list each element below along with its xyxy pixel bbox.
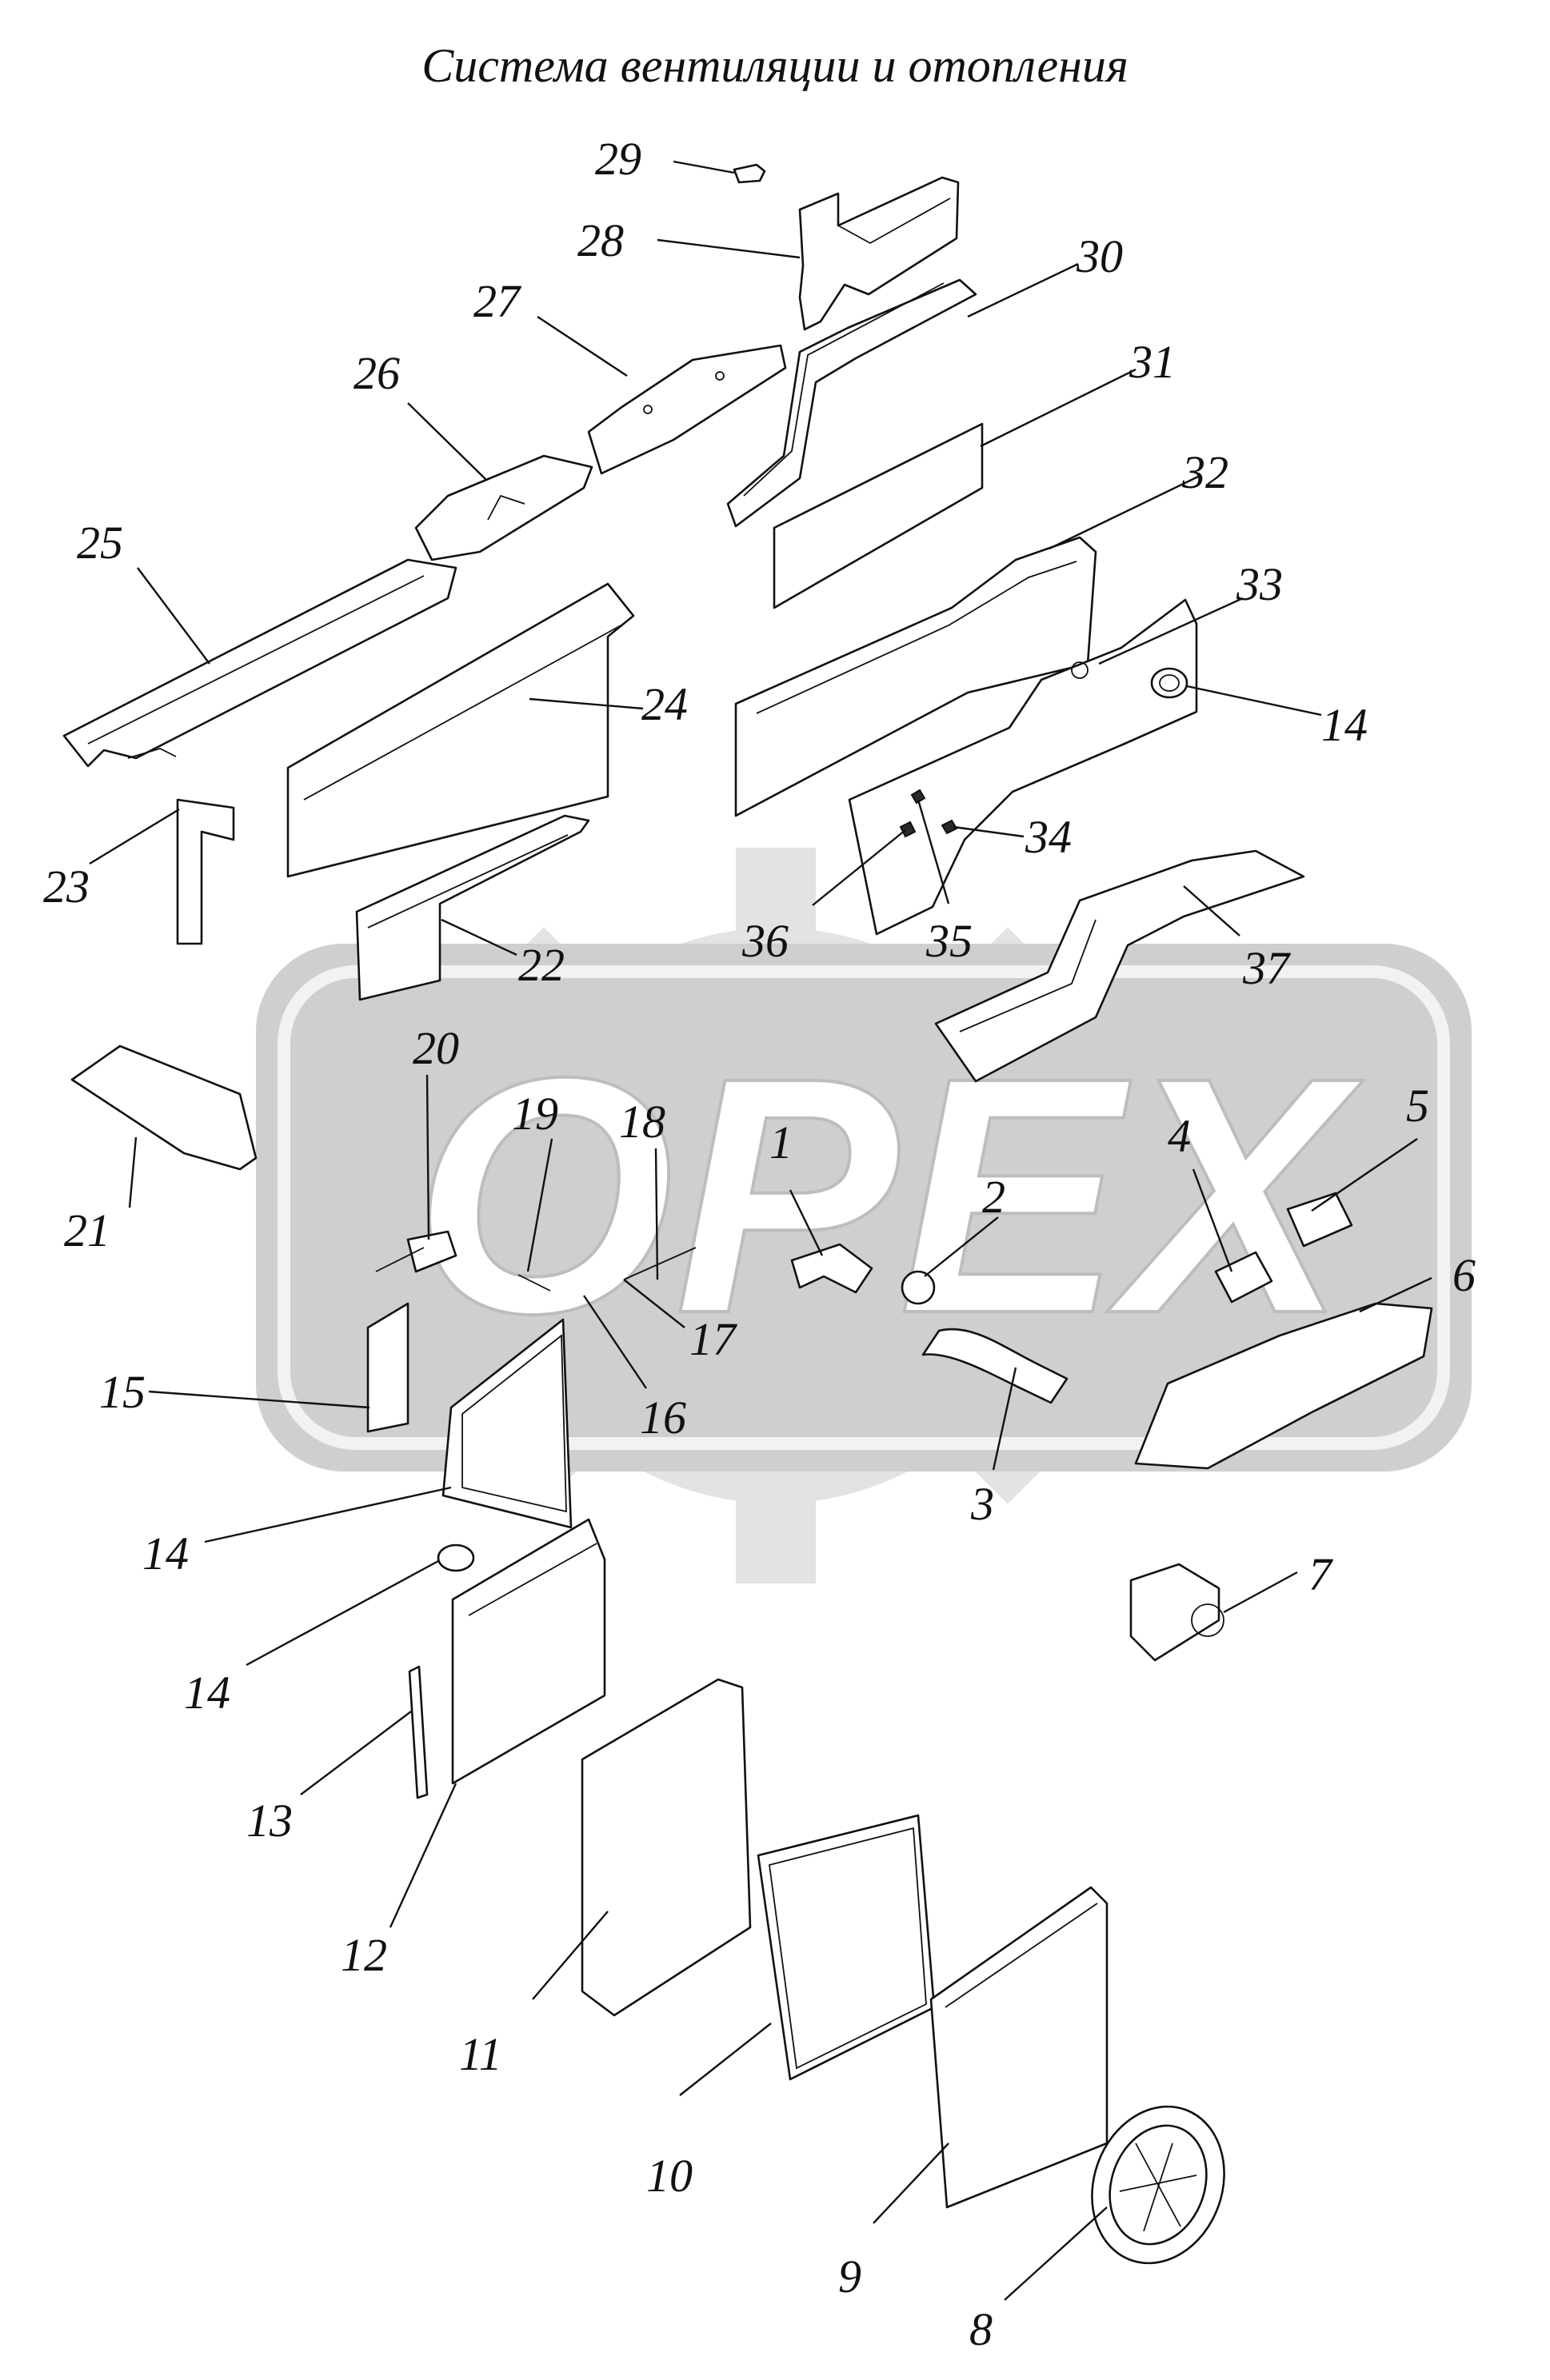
callout-14a: 14 xyxy=(1321,699,1368,751)
part-19-rod xyxy=(623,1247,697,1280)
callout-6: 6 xyxy=(1452,1249,1476,1301)
callout-15: 14 xyxy=(142,1527,189,1579)
part-33-panel xyxy=(734,536,1097,817)
callout-27: 26 xyxy=(354,347,400,399)
callout-22: 21 xyxy=(64,1204,110,1256)
callout-16: 15 xyxy=(99,1366,146,1418)
callout-35: 34 xyxy=(1025,811,1072,863)
part-14-grommet-upper xyxy=(1150,667,1188,699)
callout-12: 12 xyxy=(341,1929,387,1981)
part-20-spring xyxy=(517,1274,551,1292)
callout-21: 20 xyxy=(413,1022,459,1074)
part-38-floor-duct xyxy=(934,849,1305,1083)
callout-32: 31 xyxy=(1129,336,1176,388)
watermark-frame-inner xyxy=(278,965,1450,1450)
part-22-cover xyxy=(70,1044,258,1171)
callout-20: 19 xyxy=(512,1088,558,1140)
part-12-heater-housing xyxy=(451,1518,606,1785)
part-31-channel xyxy=(726,278,977,528)
part-36-fitting xyxy=(910,789,926,805)
part-6-duct xyxy=(1134,1302,1433,1470)
part-9-radiator xyxy=(929,1886,1109,2209)
callout-17: 16 xyxy=(640,1392,686,1444)
callout-23: 22 xyxy=(518,939,565,991)
watermark-text: OPEX xyxy=(413,1008,1364,1384)
callout-3: 3 xyxy=(970,1478,994,1530)
part-24-bracket xyxy=(176,798,235,945)
callout-38: 37 xyxy=(1242,942,1291,994)
part-11-frame xyxy=(581,1678,752,2017)
callout-8: 8 xyxy=(969,2303,993,2355)
part-14-grommet-lower xyxy=(437,1543,475,1572)
callout-7: 7 xyxy=(1308,1548,1333,1600)
callout-24: 23 xyxy=(43,861,90,912)
callout-10: 10 xyxy=(646,2150,693,2202)
part-8-fan xyxy=(1091,2105,1225,2265)
part-10-gasket xyxy=(757,1814,936,2081)
part-28-cover xyxy=(587,344,787,475)
part-4-connector xyxy=(1214,1251,1273,1304)
part-37-fitting xyxy=(899,821,917,838)
callout-1: 1 xyxy=(769,1116,793,1168)
callout-29: 28 xyxy=(577,214,624,266)
diagram-title: Система вентиляции и отопления xyxy=(421,39,1129,92)
part-34-panel xyxy=(848,598,1198,936)
callout-34: 33 xyxy=(1236,558,1283,610)
part-21-flap xyxy=(406,1230,457,1273)
callout-4: 4 xyxy=(1168,1110,1191,1162)
callout-11: 11 xyxy=(459,2028,502,2080)
part-5-nozzle xyxy=(1286,1192,1353,1248)
part-15-door-frame xyxy=(441,1318,573,1529)
callout-13: 13 xyxy=(246,1795,293,1847)
callout-28: 27 xyxy=(473,275,521,327)
part-13-strip xyxy=(408,1665,429,1799)
callout-30: 29 xyxy=(595,133,641,185)
part-2-clamp xyxy=(901,1270,936,1305)
part-23-channel xyxy=(355,814,590,1001)
callout-labels: 29 28 30 27 31 26 32 25 33 24 14 34 23 3… xyxy=(43,133,1476,2355)
callout-2: 2 xyxy=(982,1171,1005,1223)
part-3-hose xyxy=(921,1328,1069,1404)
part-7-blower xyxy=(1129,1563,1220,1662)
part-1-elbow xyxy=(790,1243,873,1294)
callout-14-lower: 14 xyxy=(184,1667,230,1719)
callout-36: 35 xyxy=(925,915,973,967)
part-35-fitting xyxy=(941,819,958,835)
part-26-rail xyxy=(62,558,457,768)
part-27-cover xyxy=(414,454,593,561)
callout-5: 5 xyxy=(1406,1080,1429,1132)
callout-26: 25 xyxy=(77,517,123,569)
callout-19: 18 xyxy=(619,1096,665,1148)
parts xyxy=(62,163,1433,2265)
callout-31: 30 xyxy=(1076,230,1123,282)
callout-25: 24 xyxy=(641,678,688,730)
part-32-panel xyxy=(773,422,984,609)
part-16-strip xyxy=(366,1302,409,1433)
callout-37: 36 xyxy=(741,915,789,967)
part-25-panel xyxy=(286,582,635,878)
callout-9: 9 xyxy=(838,2250,861,2302)
leader-lines xyxy=(89,160,1432,2301)
part-30-clip xyxy=(733,163,766,184)
callout-33: 32 xyxy=(1181,446,1228,498)
callout-18: 17 xyxy=(689,1313,737,1365)
